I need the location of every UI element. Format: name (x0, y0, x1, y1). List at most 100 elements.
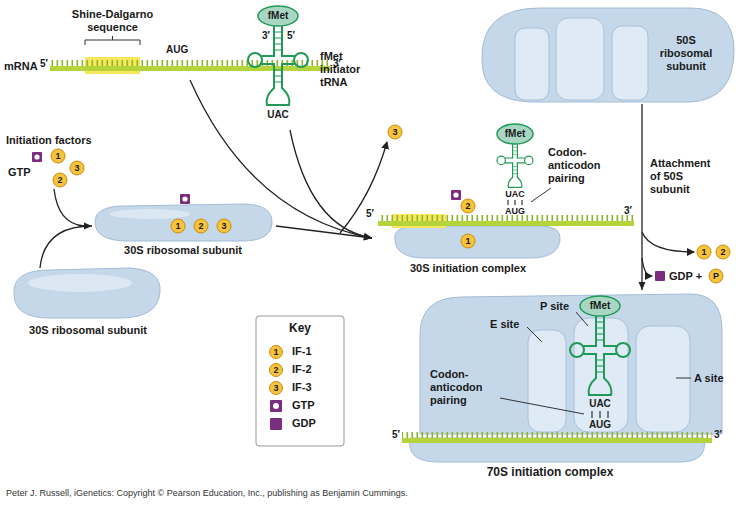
ribosome-70s-part (420, 294, 722, 434)
gdp-symbol (655, 271, 665, 281)
legend-text: IF-3 (292, 381, 312, 394)
anticodon-label: UAC (503, 189, 527, 199)
callout-number: 2 (269, 364, 283, 376)
ribosome-subunit: 50S ribosomal subunit (478, 6, 735, 104)
ribosome-50s (482, 8, 734, 102)
initiation-complex-30s-part (378, 221, 634, 226)
ribosome-70s (402, 294, 722, 462)
anticodon-label: UAC (586, 398, 614, 410)
connector-line (641, 104, 642, 290)
pairing-label: Codon-anticodon pairing (548, 146, 614, 185)
end-label: 3′ (333, 58, 341, 70)
leader-line (676, 378, 691, 379)
initiation-complex-30s-part (461, 199, 475, 213)
ribosome-30s-part (171, 219, 185, 233)
connector-arrow (40, 223, 92, 269)
node-label: 30S ribosomal subunit (8, 324, 168, 337)
connector-arrow (639, 104, 646, 290)
initiation-complex-30s-part (461, 234, 475, 248)
node-label: mRNA (4, 60, 38, 73)
phosphate-label: P (709, 270, 723, 282)
group-label: Initiation factors (6, 134, 92, 147)
amino-acid-label: fMet (582, 300, 618, 312)
trna-molecule: fMet initiator tRNA (244, 2, 374, 130)
initiation-factor-group-part (70, 161, 84, 175)
bracket (85, 36, 140, 45)
legend-swatch (270, 418, 282, 430)
ribosome-30s-part (95, 204, 272, 241)
initiation-complex-30s-part (497, 124, 533, 144)
leader-line (531, 188, 551, 202)
node-label: 30S initiation complex (372, 262, 564, 275)
ribosome-70s-part (574, 318, 628, 432)
codon-label: AUG (503, 206, 527, 216)
legend-text: GTP (292, 399, 315, 412)
gtp-label: GTP (8, 166, 31, 179)
connector-line (276, 226, 372, 238)
gtp-dot (273, 403, 279, 409)
initiation-factor (388, 125, 402, 139)
site-label: P site (540, 300, 569, 313)
ribosome-50s-part (612, 26, 648, 100)
connector-arrow (190, 80, 372, 240)
ribosome-subunit: 30S ribosomal subunit (8, 268, 170, 340)
callout-number: 3 (388, 126, 402, 138)
end-label: 3′ (262, 30, 270, 42)
legend-text: IF-1 (292, 345, 312, 358)
callout-number: 3 (217, 220, 231, 232)
initiation-complex-30s-part (453, 192, 458, 197)
ribosome-30s-part (217, 219, 231, 233)
initiation-factor-group (32, 149, 84, 187)
trna-molecule-part (248, 26, 308, 105)
connector-line (190, 80, 372, 238)
initiation-factor-group-part (32, 152, 42, 162)
callout-number: 3 (70, 162, 84, 174)
ribosome-30s-part (194, 219, 208, 233)
ribosome-70s-part (636, 326, 690, 432)
ribosome-30s-part (14, 268, 160, 318)
callout-number: 2 (53, 174, 67, 186)
phosphate-symbol (709, 269, 723, 283)
anticodon-label: UAC (263, 109, 293, 121)
end-label: 3′ (714, 429, 722, 441)
release-arrow (642, 258, 652, 276)
amino-acid-label: fMet (497, 128, 533, 140)
gdp-label: GDP + (669, 270, 702, 283)
initiation-complex-30s (378, 124, 634, 258)
arrow-head (364, 233, 372, 240)
node-label: 70S initiation complex (400, 465, 700, 479)
ribosome-50s-part (515, 28, 549, 100)
connector-arrow (276, 226, 372, 240)
legend-text: IF-2 (292, 363, 312, 376)
ribosome-30s-part (28, 274, 132, 292)
node-label: 30S ribosomal subunit (92, 244, 274, 257)
codon-label: AUG (166, 44, 188, 56)
edge-label: Attachment of 50S subunit (650, 157, 722, 196)
site-label: E site (490, 318, 519, 331)
callout-number: 1 (171, 220, 185, 232)
end-label: 5′ (392, 429, 400, 441)
end-label: 3′ (624, 205, 632, 217)
callout-number: 1 (697, 246, 711, 258)
release-arrow (642, 232, 694, 252)
node-label: 50S ribosomal subunit (653, 34, 719, 73)
ribosome-subunit: 30S ribosomal subunit (92, 198, 276, 260)
legend-text: GDP (292, 417, 316, 430)
leader-line (500, 398, 584, 414)
ribosome-30s-part (180, 194, 190, 204)
ribosome-50s-part (556, 18, 604, 100)
legend-title: Key (256, 321, 344, 335)
mrna-strand-part (50, 66, 330, 71)
arrow-head (639, 282, 646, 290)
end-label: 5′ (366, 208, 374, 220)
initiation-factor (697, 245, 711, 259)
merge-line (54, 189, 84, 226)
initiation-complex-30s-part (508, 200, 522, 205)
arrow-head (363, 233, 372, 240)
arrow-head (364, 234, 372, 241)
connector-line (40, 226, 92, 268)
trna-molecule-part (258, 6, 298, 26)
